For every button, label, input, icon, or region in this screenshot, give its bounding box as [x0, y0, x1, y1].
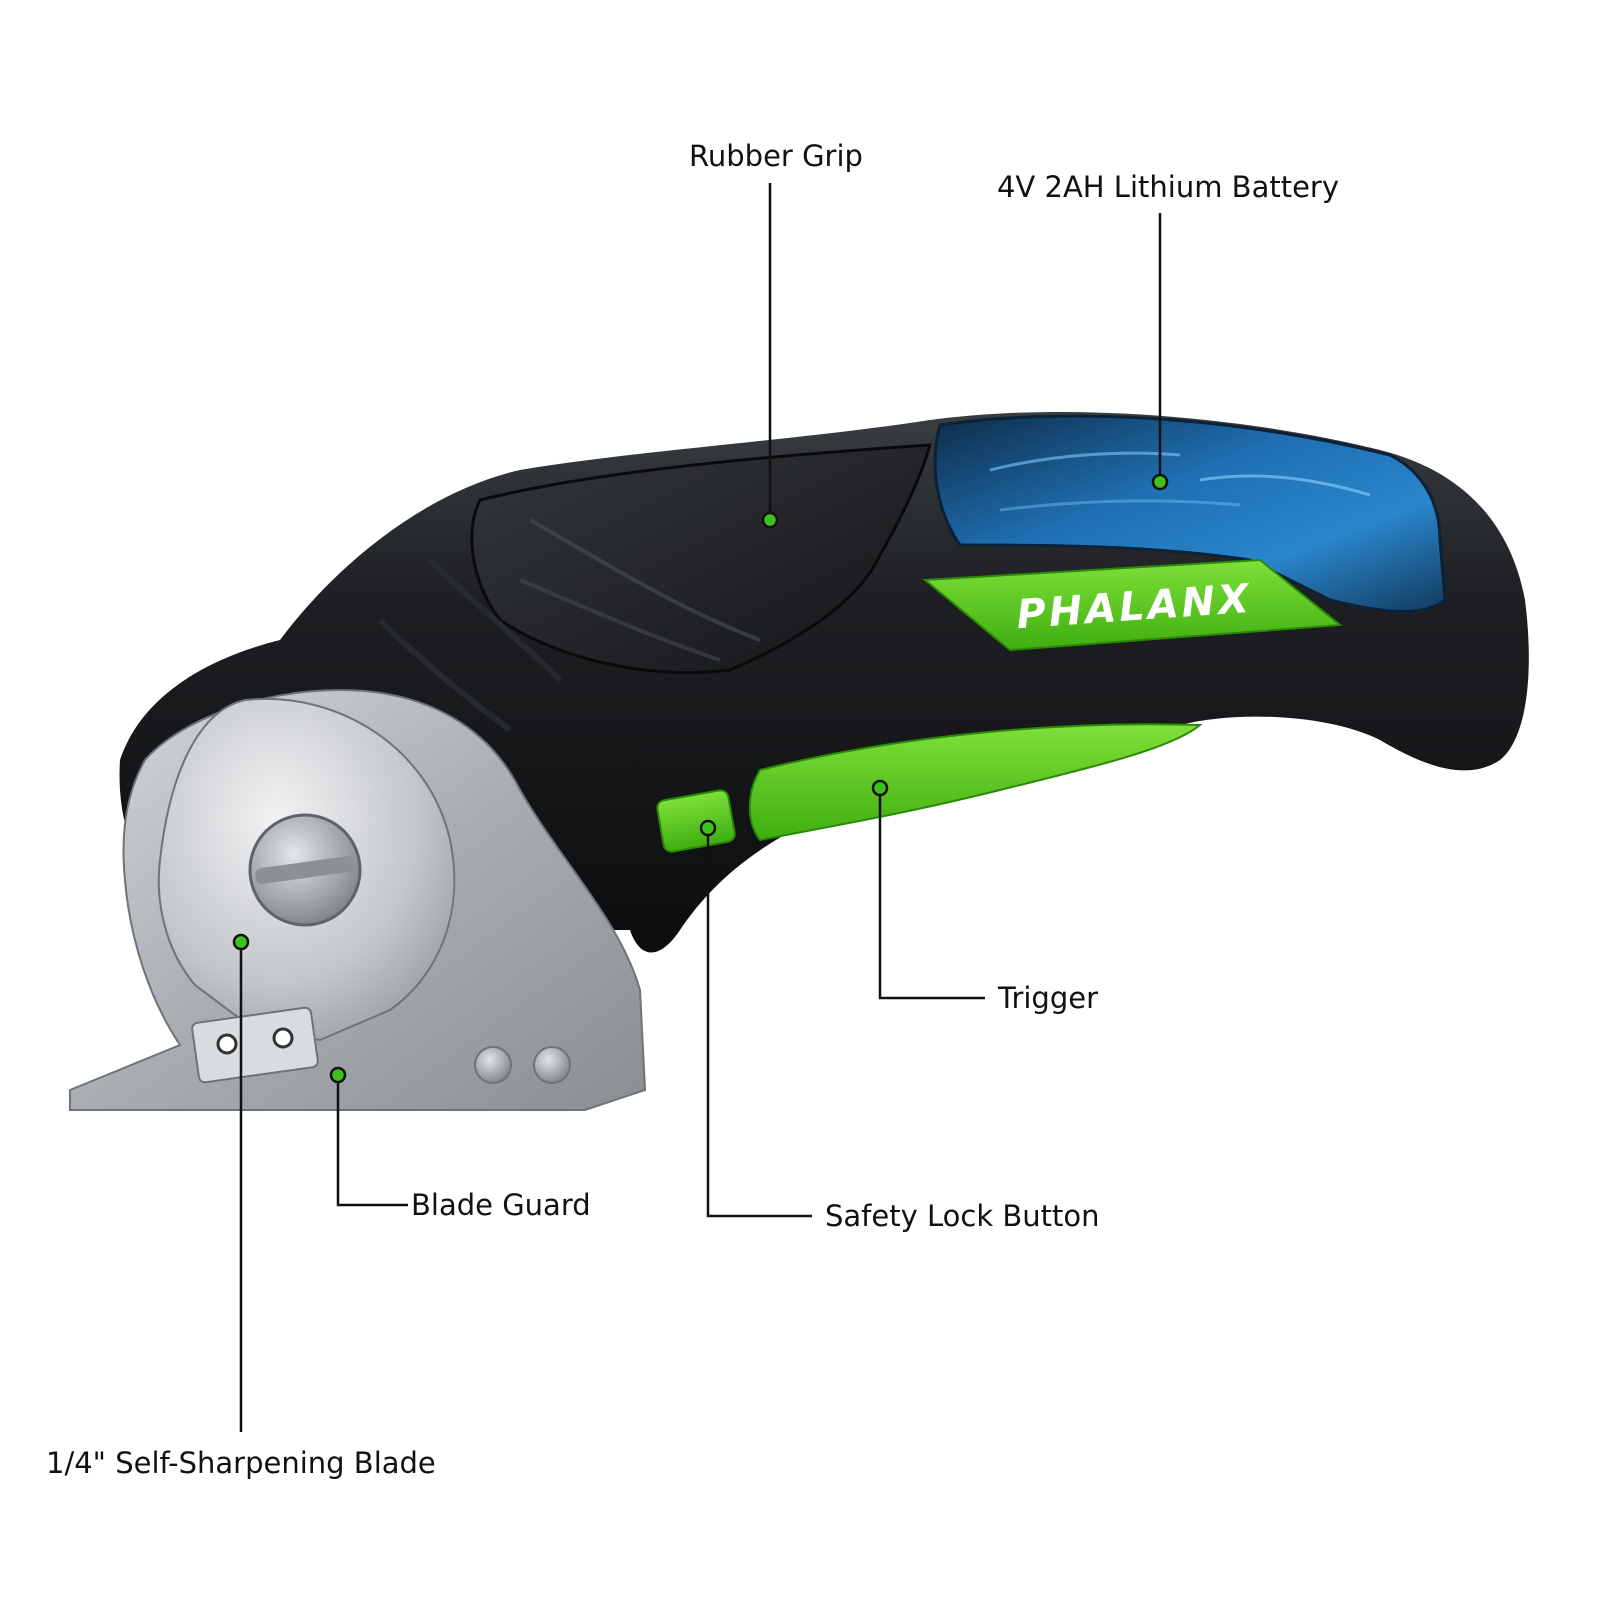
- callout-label: Safety Lock Button: [825, 1199, 1099, 1233]
- callout-trigger: Trigger: [871, 779, 1098, 1015]
- callout-dot: [871, 779, 889, 797]
- callout-label: 1/4" Self-Sharpening Blade: [46, 1446, 436, 1480]
- callout-blade-guard: Blade Guard: [329, 1066, 591, 1222]
- callout-label: Rubber Grip: [689, 139, 863, 173]
- callout-rubber-grip: Rubber Grip: [689, 139, 863, 529]
- battery-window: [933, 414, 1447, 614]
- callout-dot: [761, 511, 779, 529]
- rubber-grip-panel: [470, 443, 933, 675]
- callout-label: Blade Guard: [411, 1188, 591, 1222]
- callout-dot: [232, 933, 250, 951]
- blade-plate: [191, 1006, 319, 1084]
- blade-head: [69, 688, 647, 1111]
- trigger: [748, 723, 1203, 842]
- brand-plate: [922, 558, 1343, 652]
- callout-blade: 1/4" Self-Sharpening Blade: [46, 933, 436, 1480]
- callout-label: Trigger: [997, 981, 1098, 1015]
- safety-lock-button: [656, 789, 736, 853]
- callout-battery: 4V 2AH Lithium Battery: [997, 170, 1339, 491]
- callout-label: 4V 2AH Lithium Battery: [997, 170, 1339, 204]
- callout-dot: [1151, 473, 1169, 491]
- callout-safety-lock: Safety Lock Button: [699, 819, 1099, 1233]
- callout-dot: [329, 1066, 347, 1084]
- callout-dot: [699, 819, 717, 837]
